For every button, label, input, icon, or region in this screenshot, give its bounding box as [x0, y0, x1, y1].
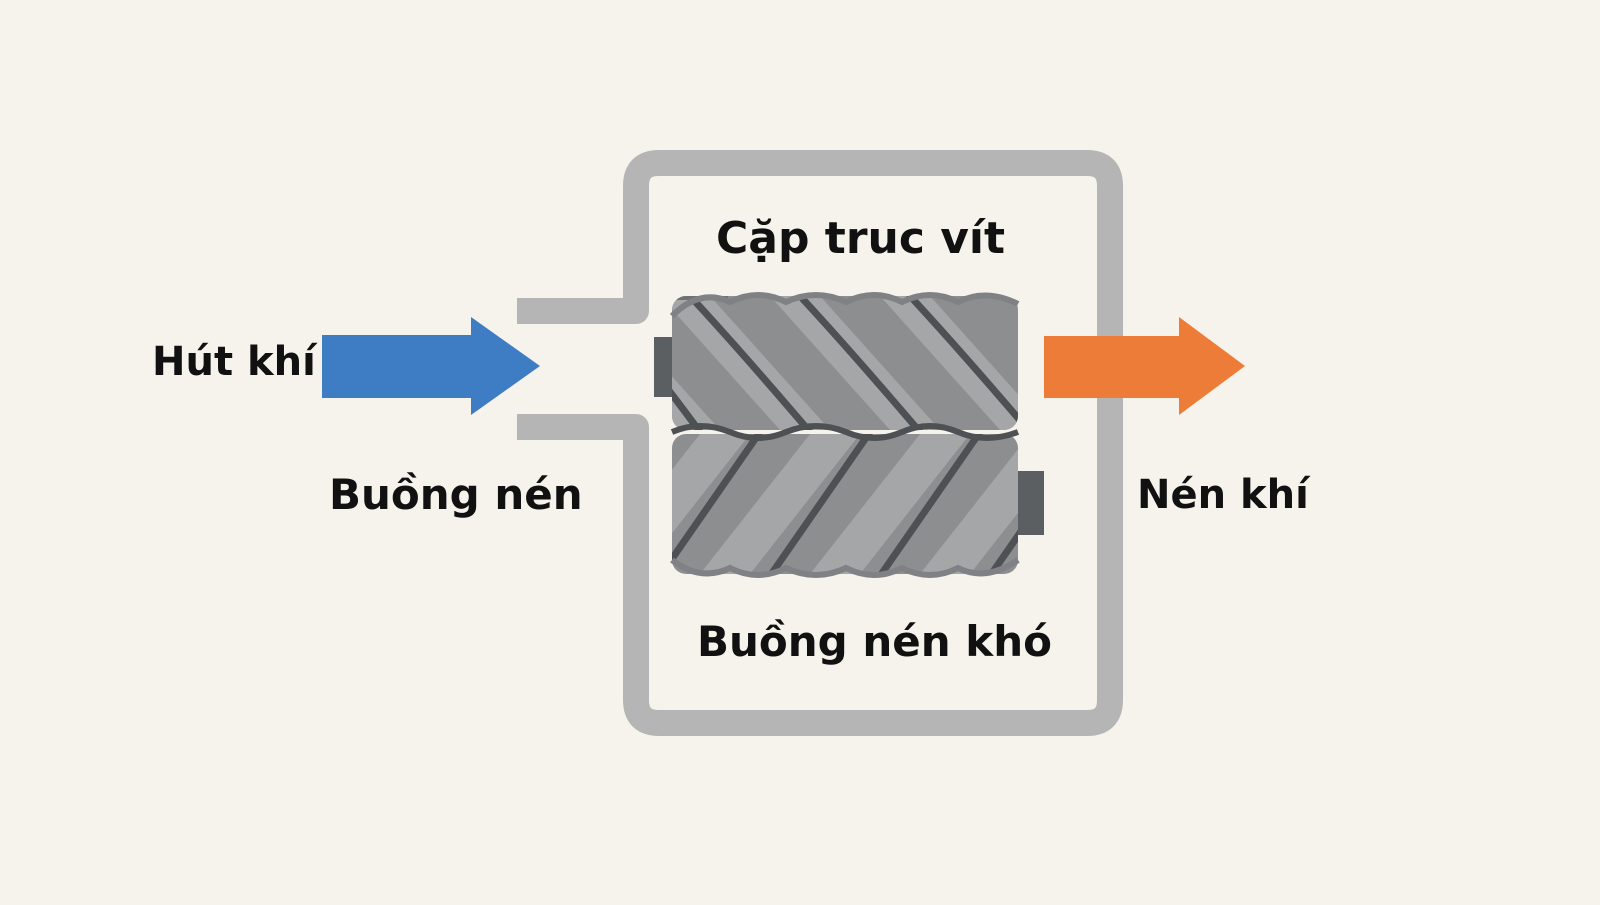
rotor-pair-label: Cặp truc vít	[716, 213, 1006, 264]
dry-chamber-label: Buồng nén khó	[697, 617, 1052, 666]
compressor-housing	[517, 150, 1123, 736]
top-rotor-shaft	[654, 337, 676, 397]
bottom-rotor-crest-outline	[670, 557, 1020, 578]
output-label: Nén khí	[1137, 472, 1309, 518]
top-screw-rotor	[672, 296, 1018, 430]
intake-label: Hút khí	[152, 339, 316, 385]
chamber-label: Buồng nén	[329, 470, 583, 519]
output-arrow-icon	[1044, 317, 1245, 415]
intake-arrow-icon	[322, 317, 540, 415]
bottom-rotor-shaft	[1016, 471, 1044, 535]
top-rotor-crest-outline	[669, 292, 1020, 319]
bottom-screw-rotor	[672, 434, 1018, 574]
rotor-mesh-line	[670, 423, 1020, 441]
